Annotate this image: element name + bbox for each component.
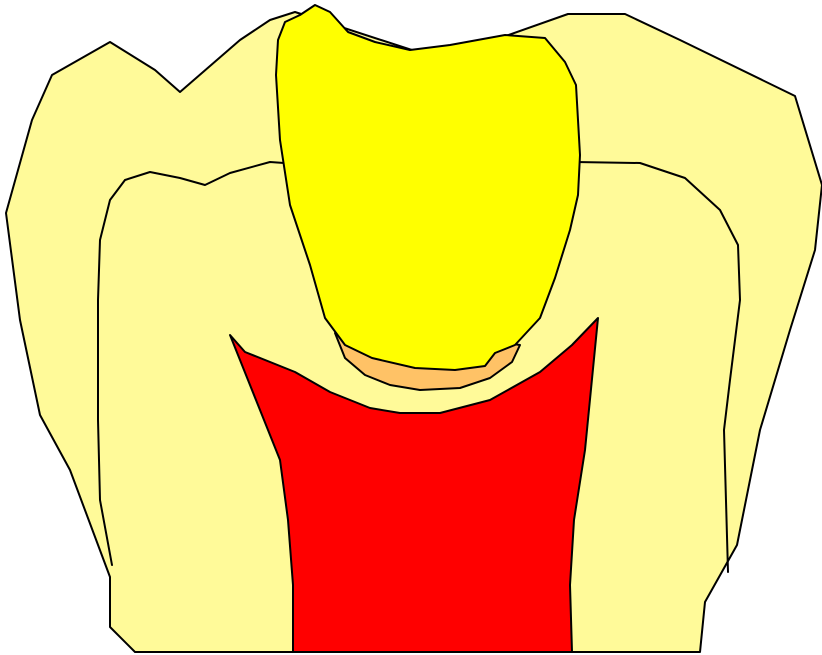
tooth-cross-section-diagram [0, 0, 822, 655]
diagram-svg [0, 0, 822, 655]
